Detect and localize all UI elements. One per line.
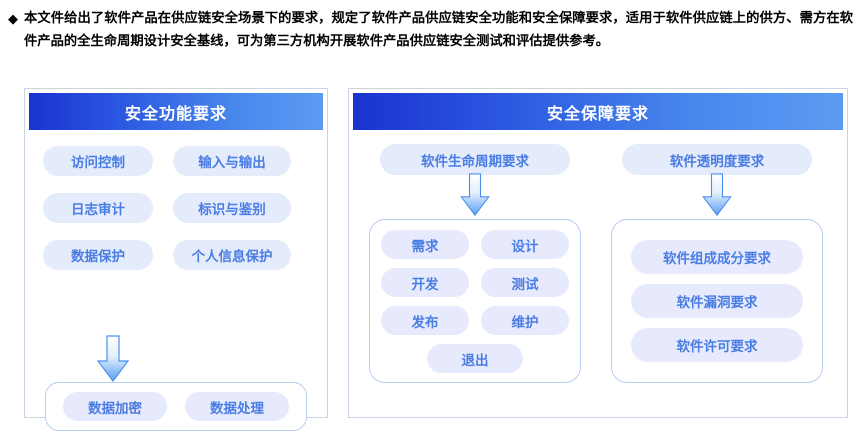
right-panel-header: 安全保障要求 xyxy=(353,93,843,130)
left-panel-body: 访问控制 输入与输出 日志审计 标识与鉴别 数据保护 个人信息保护 数据加密 xyxy=(25,130,327,431)
lifecycle-stage-box: 需求 设计 开发 测试 发布 维护 退出 xyxy=(369,219,581,383)
lifecycle-arrow-wrap xyxy=(369,172,581,222)
pill-software-transparency-requirements[interactable]: 软件透明度要求 xyxy=(622,144,812,175)
arrow-down-icon xyxy=(96,335,130,388)
pill-access-control[interactable]: 访问控制 xyxy=(43,146,153,176)
left-panel-item-grid: 访问控制 输入与输出 日志审计 标识与鉴别 数据保护 个人信息保护 xyxy=(43,146,311,270)
arrow-down-icon xyxy=(700,172,734,222)
pill-input-output[interactable]: 输入与输出 xyxy=(173,146,291,176)
pill-software-license[interactable]: 软件许可要求 xyxy=(631,328,803,362)
pill-software-vulnerability[interactable]: 软件漏洞要求 xyxy=(631,284,803,318)
security-assurance-requirements-panel: 安全保障要求 软件生命周期要求 xyxy=(348,88,848,418)
left-panel-title: 安全功能要求 xyxy=(124,105,227,123)
data-protection-subgroup: 数据加密 数据处理 xyxy=(45,382,307,431)
pill-requirements[interactable]: 需求 xyxy=(381,230,469,259)
software-transparency-column: 软件透明度要求 软件组 xyxy=(611,144,823,383)
pill-software-lifecycle-requirements[interactable]: 软件生命周期要求 xyxy=(380,144,570,175)
pill-log-audit[interactable]: 日志审计 xyxy=(43,193,153,223)
pill-retirement[interactable]: 退出 xyxy=(427,344,523,373)
pill-design[interactable]: 设计 xyxy=(481,230,569,259)
pill-identification-authentication[interactable]: 标识与鉴别 xyxy=(173,193,291,223)
pill-release[interactable]: 发布 xyxy=(381,306,469,335)
intro-paragraph: ◆ 本文件给出了软件产品在供应链安全场景下的要求，规定了软件产品供应链安全功能和… xyxy=(8,6,853,52)
pill-maintenance[interactable]: 维护 xyxy=(481,306,569,335)
transparency-arrow-wrap xyxy=(611,172,823,222)
transparency-item-box: 软件组成成分要求 软件漏洞要求 软件许可要求 xyxy=(611,219,823,383)
left-panel-header: 安全功能要求 xyxy=(29,93,323,130)
diamond-bullet-icon: ◆ xyxy=(8,11,18,26)
pill-data-protection[interactable]: 数据保护 xyxy=(43,240,153,270)
right-panel-body: 软件生命周期要求 需求 xyxy=(349,130,847,417)
pill-software-composition[interactable]: 软件组成成分要求 xyxy=(631,240,803,274)
pill-data-processing[interactable]: 数据处理 xyxy=(185,392,289,421)
security-function-requirements-panel: 安全功能要求 访问控制 输入与输出 日志审计 标识与鉴别 数据保护 个人信息保护 xyxy=(24,88,328,431)
pill-testing[interactable]: 测试 xyxy=(481,268,569,297)
pill-data-encryption[interactable]: 数据加密 xyxy=(63,392,167,421)
software-lifecycle-column: 软件生命周期要求 需求 xyxy=(369,144,581,383)
right-panel-title: 安全保障要求 xyxy=(546,105,649,123)
pill-personal-info-protection[interactable]: 个人信息保护 xyxy=(173,240,291,270)
arrow-down-icon xyxy=(458,172,492,222)
pill-development[interactable]: 开发 xyxy=(381,268,469,297)
intro-text: 本文件给出了软件产品在供应链安全场景下的要求，规定了软件产品供应链安全功能和安全… xyxy=(24,10,853,48)
